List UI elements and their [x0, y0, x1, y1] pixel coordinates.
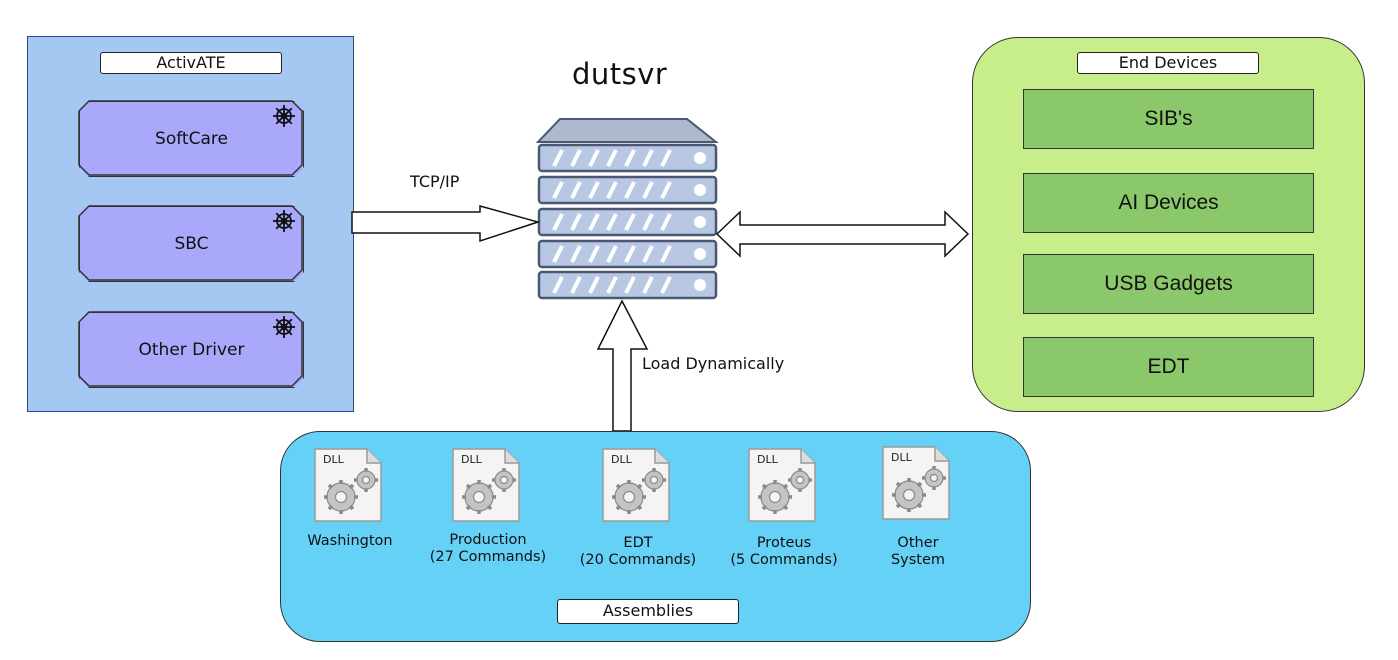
driver-label: Other Driver [138, 340, 245, 360]
server-unit [537, 239, 718, 269]
load-arrow [596, 299, 649, 432]
dll-file-icon[interactable]: DLL [743, 447, 825, 529]
driver-softcare[interactable]: SoftCare [79, 101, 304, 177]
activate-title: ActivATE [100, 52, 282, 74]
driver-label: SBC [174, 234, 209, 254]
svg-text:DLL: DLL [323, 453, 345, 466]
assemblies-title: Assemblies [557, 599, 739, 624]
device-label: USB Gadgets [1104, 272, 1233, 295]
svg-text:DLL: DLL [891, 451, 913, 464]
load-label: Load Dynamically [642, 354, 785, 373]
device-usb[interactable]: USB Gadgets [1023, 254, 1314, 314]
server-unit [537, 143, 718, 173]
device-ai[interactable]: AI Devices [1023, 173, 1314, 233]
assembly-caption: EDT (20 Commands) [579, 535, 697, 568]
status-light [694, 248, 706, 260]
ship-wheel-icon [273, 316, 295, 338]
dll-file-icon[interactable]: DLL [597, 447, 679, 529]
tcp-arrow [351, 205, 541, 243]
dll-file-icon[interactable]: DLL [309, 447, 391, 529]
driver-other[interactable]: Other Driver [79, 312, 304, 388]
assembly-caption: Proteus (5 Commands) [730, 535, 838, 568]
svg-text:DLL: DLL [757, 453, 779, 466]
device-label: AI Devices [1118, 191, 1219, 214]
svg-text:DLL: DLL [461, 453, 483, 466]
bidirectional-arrow [715, 210, 970, 258]
device-sibs[interactable]: SIB's [1023, 89, 1314, 149]
device-label: EDT [1147, 355, 1190, 378]
status-light [694, 152, 706, 164]
svg-text:DLL: DLL [611, 453, 633, 466]
server-rack-icon [535, 118, 719, 300]
status-light [694, 279, 706, 291]
device-edt[interactable]: EDT [1023, 337, 1314, 397]
assembly-caption: Washington [307, 533, 393, 549]
driver-label: SoftCare [155, 129, 228, 149]
dll-file-icon[interactable]: DLL [877, 445, 959, 527]
server-unit [537, 270, 718, 300]
ship-wheel-icon [273, 210, 295, 232]
ship-wheel-icon [273, 105, 295, 127]
status-light [694, 216, 706, 228]
status-light [694, 184, 706, 196]
server-title: dutsvr [572, 57, 668, 91]
tcp-label: TCP/IP [410, 172, 460, 191]
end-devices-title: End Devices [1077, 52, 1259, 74]
device-label: SIB's [1144, 107, 1193, 130]
server-unit [537, 175, 718, 205]
assembly-caption: Production (27 Commands) [429, 532, 547, 565]
assembly-caption: Other System [890, 535, 946, 568]
dll-file-icon[interactable]: DLL [447, 447, 529, 529]
